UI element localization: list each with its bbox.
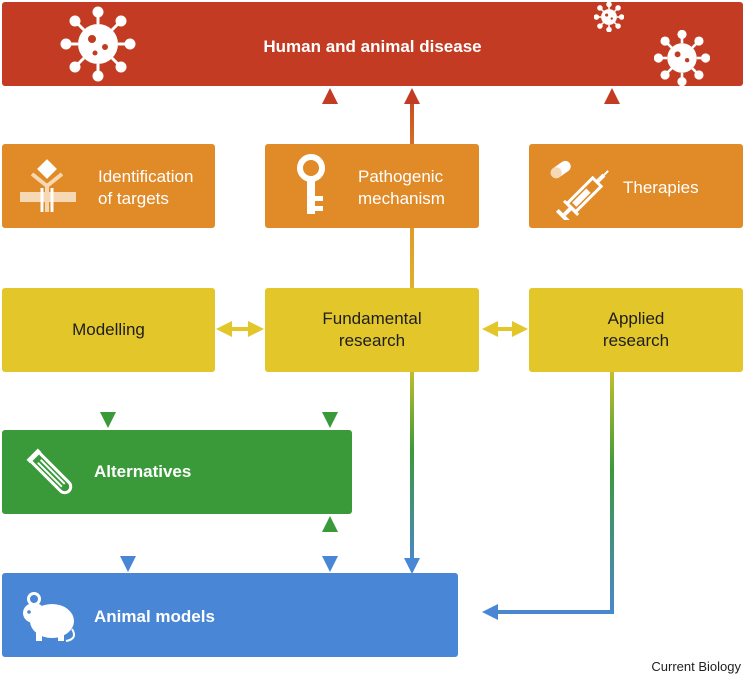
animal-models-label: Animal models [94,607,215,626]
small-virus-icon [594,2,624,32]
syringe-pill-icon [550,160,609,220]
applied-label-line1: Applied [607,309,665,328]
modelling-fundamental-arrowhead-left [216,321,232,337]
alternatives-box: Alternatives [2,430,352,514]
disease-label: Human and animal disease [263,37,482,56]
modelling-box: Modelling [2,288,215,372]
fundamental-long-arrowhead-up [404,88,420,104]
applied-label-line2: research [602,331,670,350]
alternatives-label: Alternatives [94,462,192,481]
targets-label-line1: Identification [98,167,194,186]
pathogenic-label-line2: mechanism [358,189,445,208]
fundamental-to-alternatives-arrowhead [322,412,338,428]
fundamental-label-line2: research [338,331,406,350]
pathogenic-label-line1: Pathogenic [358,167,444,186]
applied-to-animal-arrowhead [482,604,498,620]
therapies-box: Therapies [529,144,743,228]
virus-icon-right [654,30,710,86]
fundamental-applied-arrowhead-left [482,321,498,337]
fundamental-box: Fundamental research [265,288,479,372]
fundamental-applied-arrowhead-right [512,321,528,337]
test-tube-icon [26,448,73,495]
applied-to-animal-arrow [496,372,614,614]
pathogenic-box: Pathogenic mechanism [265,144,479,228]
alternatives-to-animal-arrowhead [120,556,136,572]
targets-box: Identification of targets [2,144,215,228]
key-icon [297,154,325,214]
antibody-receptor-icon [20,159,76,212]
pathogenic-up-arrowhead [322,88,338,104]
therapies-label: Therapies [623,178,699,197]
targets-label-line2: of targets [98,189,169,208]
applied-box: Applied research [529,288,743,372]
fundamental-long-arrowhead-down [404,558,420,574]
alternatives-animal-arrowhead-down [322,556,338,572]
therapies-up-arrowhead [604,88,620,104]
mouse-icon [23,592,75,642]
alternatives-animal-arrowhead-up [322,516,338,532]
modelling-to-alternatives-arrowhead [100,412,116,428]
animal-models-box: Animal models [2,573,458,657]
fundamental-label-line1: Fundamental [322,309,422,328]
modelling-label: Modelling [72,320,145,339]
disease-box: Human and animal disease [2,2,743,86]
modelling-fundamental-arrowhead-right [248,321,264,337]
source-caption: Current Biology [651,659,741,674]
virus-icon [60,6,136,82]
